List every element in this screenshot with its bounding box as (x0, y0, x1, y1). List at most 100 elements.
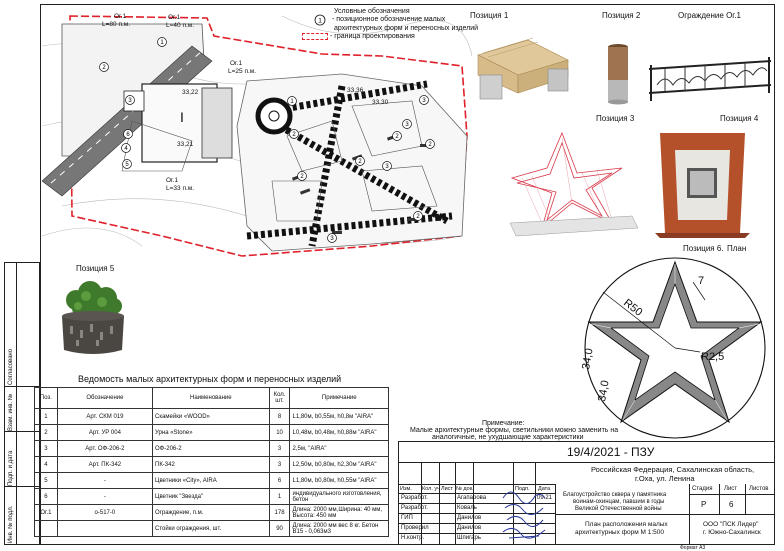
position-6-label: Позиция 6. (683, 244, 724, 253)
stamp-col-sign: Подп. (515, 486, 530, 492)
plan-label-l33: L=33 п.м. (166, 185, 194, 192)
stamp-name: Коваль (457, 505, 477, 511)
plan-marker: 4 (121, 143, 131, 153)
spec-header: Кол. шт. (268, 387, 291, 409)
stamp-col-doc: № док. (456, 486, 474, 492)
sidebar-sign-label: Подп. и дата (8, 450, 14, 486)
fence-image (648, 57, 772, 101)
plan-label-og1-c: Ог.1 (230, 60, 242, 67)
star-plan-drawing: R50 7 R2,5 34,0 34,0 (580, 257, 766, 439)
sidebar-agreed-cell: Согласовано (5, 263, 39, 386)
sidebar-sign-cell: Подп. и дата (5, 431, 39, 486)
svg-text:2: 2 (102, 65, 106, 71)
spec-header: Наименование (152, 387, 270, 409)
stamp-role: Разработ. (401, 505, 428, 511)
legend-boundary-swatch (302, 33, 328, 40)
plan-label-l25: L=25 п.м. (228, 68, 256, 75)
svg-text:3: 3 (422, 98, 426, 104)
plan-marker: 5 (122, 159, 132, 169)
star-dim-34a: 34,0 (580, 347, 596, 370)
stamp-role: Н.контр. (401, 535, 425, 541)
plan-marker: 2 (99, 62, 109, 72)
note-line-1: Малые архитектурные формы, светильники м… (410, 427, 619, 434)
sidebar-inv-cell: Инв. № подл. (5, 486, 39, 544)
note-title: Примечание: (482, 420, 525, 427)
stamp-name: Агапарова (457, 495, 487, 501)
stamp-role: Разработ. (401, 495, 428, 501)
spec-header: Поз. (34, 387, 58, 409)
svg-text:1: 1 (290, 99, 294, 105)
svg-text:2: 2 (428, 142, 432, 148)
plan-label-elev-4: 33,30 (372, 99, 389, 106)
plan-label-og1-d: Ог.1 (166, 177, 178, 184)
stamp-stage-value: Р (701, 500, 707, 509)
position-5-label: Позиция 5 (76, 264, 115, 273)
stamp-stage-header: Стадия (692, 486, 713, 492)
svg-text:1: 1 (318, 18, 322, 25)
plan-marker: 1 (157, 37, 167, 47)
plan-marker: 3 (402, 119, 412, 129)
star-sculpture-image (509, 131, 639, 237)
svg-text:2: 2 (292, 132, 296, 138)
svg-text:2: 2 (358, 159, 362, 165)
plan-label-elev-1: 33,22 (182, 89, 199, 96)
svg-text:2: 2 (300, 174, 304, 180)
title-block: 19/4/2021 - ПЗУ Российская Федерация, Са… (398, 441, 775, 545)
stamp-col-kol: Кол. уч (422, 486, 441, 492)
plan-label-elev-2: 33,21 (177, 141, 194, 148)
plan-marker: 1 (287, 96, 297, 106)
plan-marker: 3 (382, 161, 392, 171)
legend-title: Условные обозначения (334, 8, 410, 15)
fence-label: Ограждение Ог.1 (678, 11, 741, 20)
star-dim-34b: 34,0 (596, 379, 612, 402)
plan-marker: 2 (289, 129, 299, 139)
svg-text:1: 1 (160, 40, 164, 46)
plan-label-og1-b: Ог.1 (168, 14, 180, 21)
plan-label-l80: L=80 п.м. (102, 21, 130, 28)
stamp-role: Проверил (401, 525, 429, 531)
sidebar-inv-label: Инв. № подл. (8, 505, 14, 543)
note-line-2: аналогичные, не ухудшающие характеристик… (432, 434, 584, 441)
svg-text:3: 3 (330, 236, 334, 242)
stamp-sheet-title-2: архитектурных форм М 1:500 (575, 529, 664, 536)
plan-marker: 2 (297, 171, 307, 181)
svg-text:5: 5 (125, 162, 129, 168)
plan-marker: 2 (413, 211, 423, 221)
plan-marker: 3 (327, 233, 337, 243)
stamp-code: 19/4/2021 - ПЗУ (567, 445, 655, 459)
plan-marker: 2 (425, 139, 435, 149)
spec-header: Примечание (289, 387, 389, 409)
spec-header: Обозначение (56, 387, 154, 409)
bench-image (477, 37, 569, 100)
stamp-col-izm: Изм. (400, 486, 412, 492)
star-dim-r25: R2,5 (701, 351, 724, 363)
spec-title: Ведомость малых архитектурных форм и пер… (78, 374, 342, 384)
stamp-sheet-header: Лист (724, 486, 738, 492)
stamp-col-date: Дата (538, 486, 551, 492)
position-6-plan-label: План (727, 244, 747, 253)
legend-boundary-text: - граница проектирования (330, 33, 415, 40)
stamp-sheet-value: 6 (729, 500, 734, 509)
legend-marker-icon: 1 (314, 14, 326, 26)
planter-image (62, 281, 124, 354)
site-plan: Ог.1 L=80 п.м. Ог.1 L=40 п.м. Ог.1 L=25 … (42, 6, 472, 260)
svg-text:3: 3 (405, 122, 409, 128)
legend-marker-text-2: архитектурных форм и переносных изделий (334, 25, 479, 32)
format-label: Формат А3 (680, 545, 706, 551)
spec-table: Поз. Обозначение Наименование Кол. шт. П… (34, 387, 389, 537)
stamp-sheets-header: Листов (749, 486, 769, 492)
position-4-label: Позиция 4 (720, 114, 759, 123)
urn-image (608, 44, 628, 105)
stamp-org-2: г. Южно-Сахалинск (703, 529, 761, 536)
stamp-name: Данилов (457, 525, 482, 531)
position-3-label: Позиция 3 (596, 114, 635, 123)
position-1-label: Позиция 1 (470, 11, 509, 20)
plan-marker: 2 (392, 131, 402, 141)
stamp-org-1: ООО "ПСК Лидер" (703, 521, 759, 528)
stamp-sheet-title-1: План расположения малых (585, 521, 668, 528)
